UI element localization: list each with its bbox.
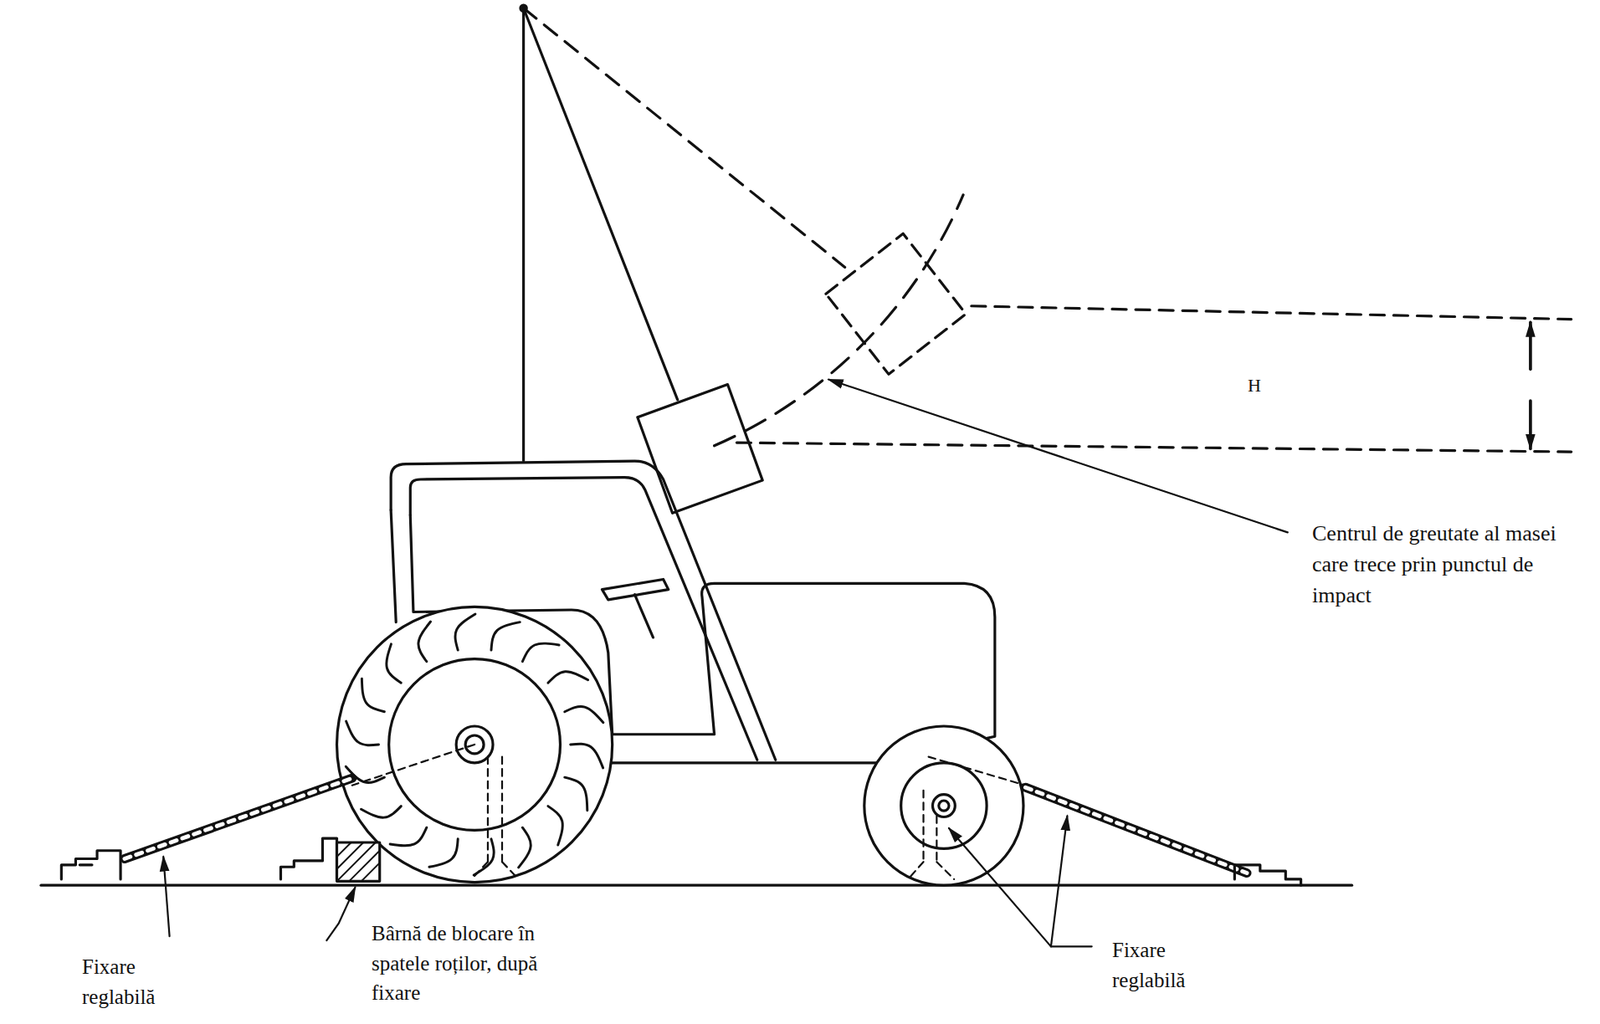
leader-line — [163, 815, 1092, 947]
tread-mark — [548, 671, 589, 684]
tread-mark — [346, 721, 380, 746]
dimension-label: H — [1245, 372, 1264, 399]
callout-label: Bârnă de blocare în spatele roților, dup… — [371, 918, 581, 1009]
tie-down-chain — [124, 778, 1247, 873]
tread-mark — [473, 839, 494, 876]
tread-mark — [518, 827, 532, 868]
dimension-arrow — [1528, 400, 1533, 449]
front-wheel — [864, 726, 1024, 886]
callout-label: Fixare reglabilă — [1112, 935, 1238, 995]
anchor — [61, 838, 1301, 886]
tread-mark — [570, 743, 604, 769]
rear-wheel — [337, 606, 613, 883]
ground-line — [41, 884, 1353, 888]
height-dimension — [736, 306, 1571, 452]
tread-mark — [386, 644, 401, 683]
tread-mark — [564, 706, 604, 723]
tread-mark — [522, 643, 559, 662]
tread-mark — [361, 678, 385, 713]
leader-line — [828, 379, 1288, 534]
tread-mark — [548, 806, 563, 846]
tread-mark — [418, 621, 431, 662]
dimension-arrow — [1528, 322, 1533, 370]
tread-mark — [361, 806, 402, 819]
tread-mark — [455, 614, 476, 651]
tread-mark — [564, 777, 588, 811]
tread-mark — [491, 622, 520, 651]
tread-mark — [429, 839, 458, 867]
blocking-beam — [337, 842, 380, 882]
pendulum — [520, 5, 966, 513]
callout-label: Fixare reglabilă — [82, 952, 208, 1012]
callout-label: Centrul de greutate al masei care trece … — [1312, 518, 1564, 612]
hidden-lines — [352, 744, 1026, 880]
tread-mark — [389, 827, 427, 847]
